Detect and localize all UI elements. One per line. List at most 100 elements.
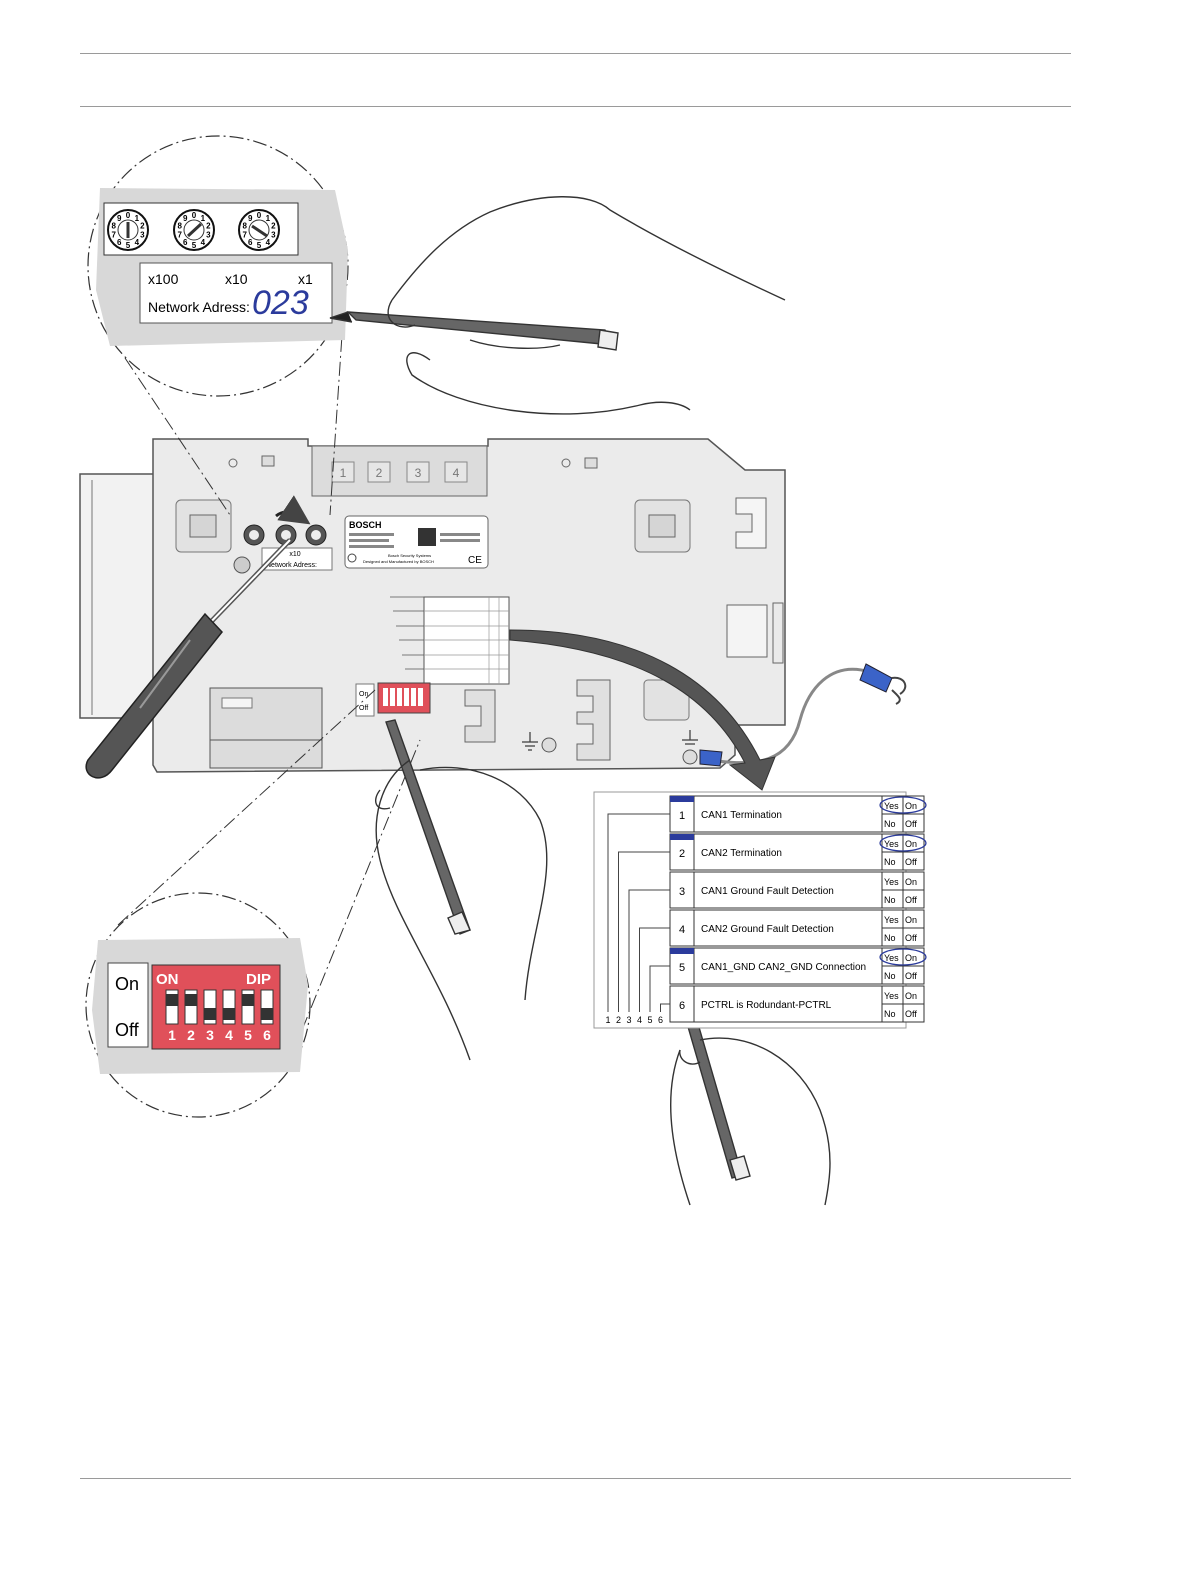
slot-numbers: 1 2 3 4 xyxy=(331,461,468,483)
dip-row-3-on: On xyxy=(905,877,917,887)
dip-bottom-number-2: 2 xyxy=(616,1015,621,1025)
board-dip-switch: On Off xyxy=(355,682,431,717)
dip-row-2-no: No xyxy=(884,857,896,867)
dip-row-3-no: No xyxy=(884,895,896,905)
dip-row-6-lead xyxy=(660,1003,670,1012)
slot-4-label: 4 xyxy=(453,466,460,480)
dip-row-6-no: No xyxy=(884,1009,896,1019)
dial-3-digit-2: 2 xyxy=(271,221,276,230)
dip-detail-off-label: Off xyxy=(115,1020,140,1040)
dip-bottom-number-4: 4 xyxy=(637,1015,642,1025)
dip-row-2-label: CAN2 Termination xyxy=(701,848,782,859)
dip-row-5-label: CAN1_GND CAN2_GND Connection xyxy=(701,962,866,973)
network-address-value: 023 xyxy=(252,284,309,322)
dial-1-digit-0: 0 xyxy=(126,211,131,220)
dial-2-digit-9: 9 xyxy=(183,214,188,223)
dial-2-digit-8: 8 xyxy=(177,221,182,230)
dial-3-digit-9: 9 xyxy=(248,214,253,223)
dial-3-digit-6: 6 xyxy=(248,238,253,247)
dial-2-digit-0: 0 xyxy=(192,211,197,220)
screwdriver xyxy=(85,538,292,779)
dip-bottom-number-1: 1 xyxy=(605,1015,610,1025)
slot-2-label: 2 xyxy=(376,466,383,480)
dip-row-3-off: Off xyxy=(905,895,917,905)
dial-2-digit-4: 4 xyxy=(201,238,206,247)
header-rule-top xyxy=(80,53,1071,54)
dip-row-1-selection-circle xyxy=(879,796,927,814)
board-switch-on: On xyxy=(359,691,368,698)
dip-row-6-label: PCTRL is Rodundant-PCTRL xyxy=(701,1000,832,1011)
dip-row-6-number: 6 xyxy=(679,1000,685,1012)
dial-3-digit-7: 7 xyxy=(242,231,247,240)
dip-row-3-number: 3 xyxy=(679,886,685,898)
controller-board: 1 2 3 4 xyxy=(79,438,786,773)
dip-row-4-number: 4 xyxy=(679,924,685,936)
dip-row-4-off: Off xyxy=(905,933,917,943)
board-address-label: Network Adress: xyxy=(266,562,317,569)
dip-row-4-yes: Yes xyxy=(884,915,899,925)
dial-3-digit-3: 3 xyxy=(271,231,276,240)
dip-row-1-off: Off xyxy=(905,819,917,829)
dip-dip-text: DIP xyxy=(246,971,271,988)
dial-2-digit-2: 2 xyxy=(206,221,211,230)
dial-2-digit-5: 5 xyxy=(192,241,197,250)
dip-row-5-lead xyxy=(649,965,670,1012)
board-x10-label: x10 xyxy=(289,551,300,558)
dip-row-5-number: 5 xyxy=(679,962,685,974)
dip-switch-1-lever xyxy=(166,994,178,1006)
slot-1-label: 1 xyxy=(340,466,347,480)
dial-3-digit-4: 4 xyxy=(266,238,271,247)
dip-row-4-lead xyxy=(639,927,670,1012)
dip-row-1-number: 1 xyxy=(679,810,685,822)
label-line-1: Bosch Security Systems xyxy=(388,553,431,558)
dial-3-digit-1: 1 xyxy=(266,214,271,223)
dip-row-6-off: Off xyxy=(905,1009,917,1019)
dip-bottom-number-3: 3 xyxy=(626,1015,631,1025)
dip-switch-5-lever xyxy=(242,994,254,1006)
dip-row-6-yes: Yes xyxy=(884,991,899,1001)
dip-row-3-lead xyxy=(628,889,670,1012)
writing-hand xyxy=(329,196,786,415)
dip-row-2-marker xyxy=(670,834,694,840)
dial-2-digit-7: 7 xyxy=(177,231,182,240)
ce-mark: CE xyxy=(468,555,482,566)
dial-2-digit-3: 3 xyxy=(206,231,211,240)
board-dip-table xyxy=(390,596,510,685)
dial-2-digit-6: 6 xyxy=(183,238,188,247)
dial-1-digit-2: 2 xyxy=(140,221,145,230)
dial-1-digit-1: 1 xyxy=(135,214,140,223)
dip-row-1-no: No xyxy=(884,819,896,829)
multiplier-x1: x1 xyxy=(298,271,313,287)
dial-1-digit-3: 3 xyxy=(140,231,145,240)
dial-3-digit-5: 5 xyxy=(257,241,262,250)
dip-row-2-number: 2 xyxy=(679,848,685,860)
rotary-dials xyxy=(107,209,280,251)
dip-switch-4-lever xyxy=(223,1008,235,1020)
dip-bottom-number-6: 6 xyxy=(658,1015,663,1025)
dip-row-2-yes: Yes xyxy=(884,839,899,849)
dip-row-1-marker xyxy=(670,796,694,802)
dip-row-2-selection-circle xyxy=(879,834,927,852)
dip-row-1-yes: Yes xyxy=(884,801,899,811)
dip-row-5-selection-circle xyxy=(879,948,927,966)
dial-3-digit-8: 8 xyxy=(242,221,247,230)
product-label: BOSCH Bosch Security Systems Designed an… xyxy=(344,515,489,569)
footer-rule xyxy=(80,1478,1071,1479)
dial-1-digit-5: 5 xyxy=(126,241,131,250)
dip-row-2-lead xyxy=(618,851,670,1012)
dial-1-digit-9: 9 xyxy=(117,214,122,223)
dip-row-4-no: No xyxy=(884,933,896,943)
dip-row-5-marker xyxy=(670,948,694,954)
dip-switch-2-lever xyxy=(185,994,197,1006)
dip-switch-4-number: 4 xyxy=(225,1027,233,1043)
dip-row-5-yes: Yes xyxy=(884,953,899,963)
dial-2-digit-1: 1 xyxy=(201,214,206,223)
adjusting-hand xyxy=(374,719,548,1061)
